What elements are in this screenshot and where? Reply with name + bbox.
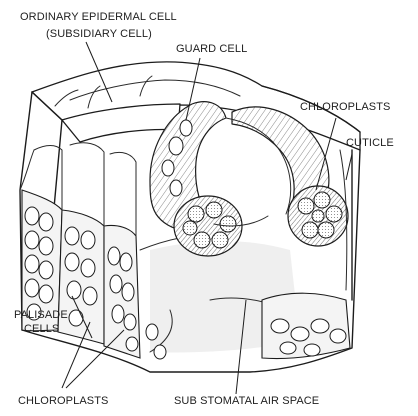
label-sub-stomatal-air-space: SUB STOMATAL AIR SPACE <box>174 395 319 407</box>
label-cuticle: CUTICLE <box>346 137 394 149</box>
label-subsidiary-cell: (SUBSIDIARY CELL) <box>46 28 152 40</box>
label-palisade: PALISADE <box>14 309 68 321</box>
label-chloroplasts-bottom: CHLOROPLASTS <box>18 395 108 407</box>
label-cells: CELLS <box>24 323 59 335</box>
label-guard-cell: GUARD CELL <box>176 43 247 55</box>
label-chloroplasts-top: CHLOROPLASTS <box>300 101 390 113</box>
label-ordinary-epidermal-cell: ORDINARY EPIDERMAL CELL <box>20 11 177 23</box>
